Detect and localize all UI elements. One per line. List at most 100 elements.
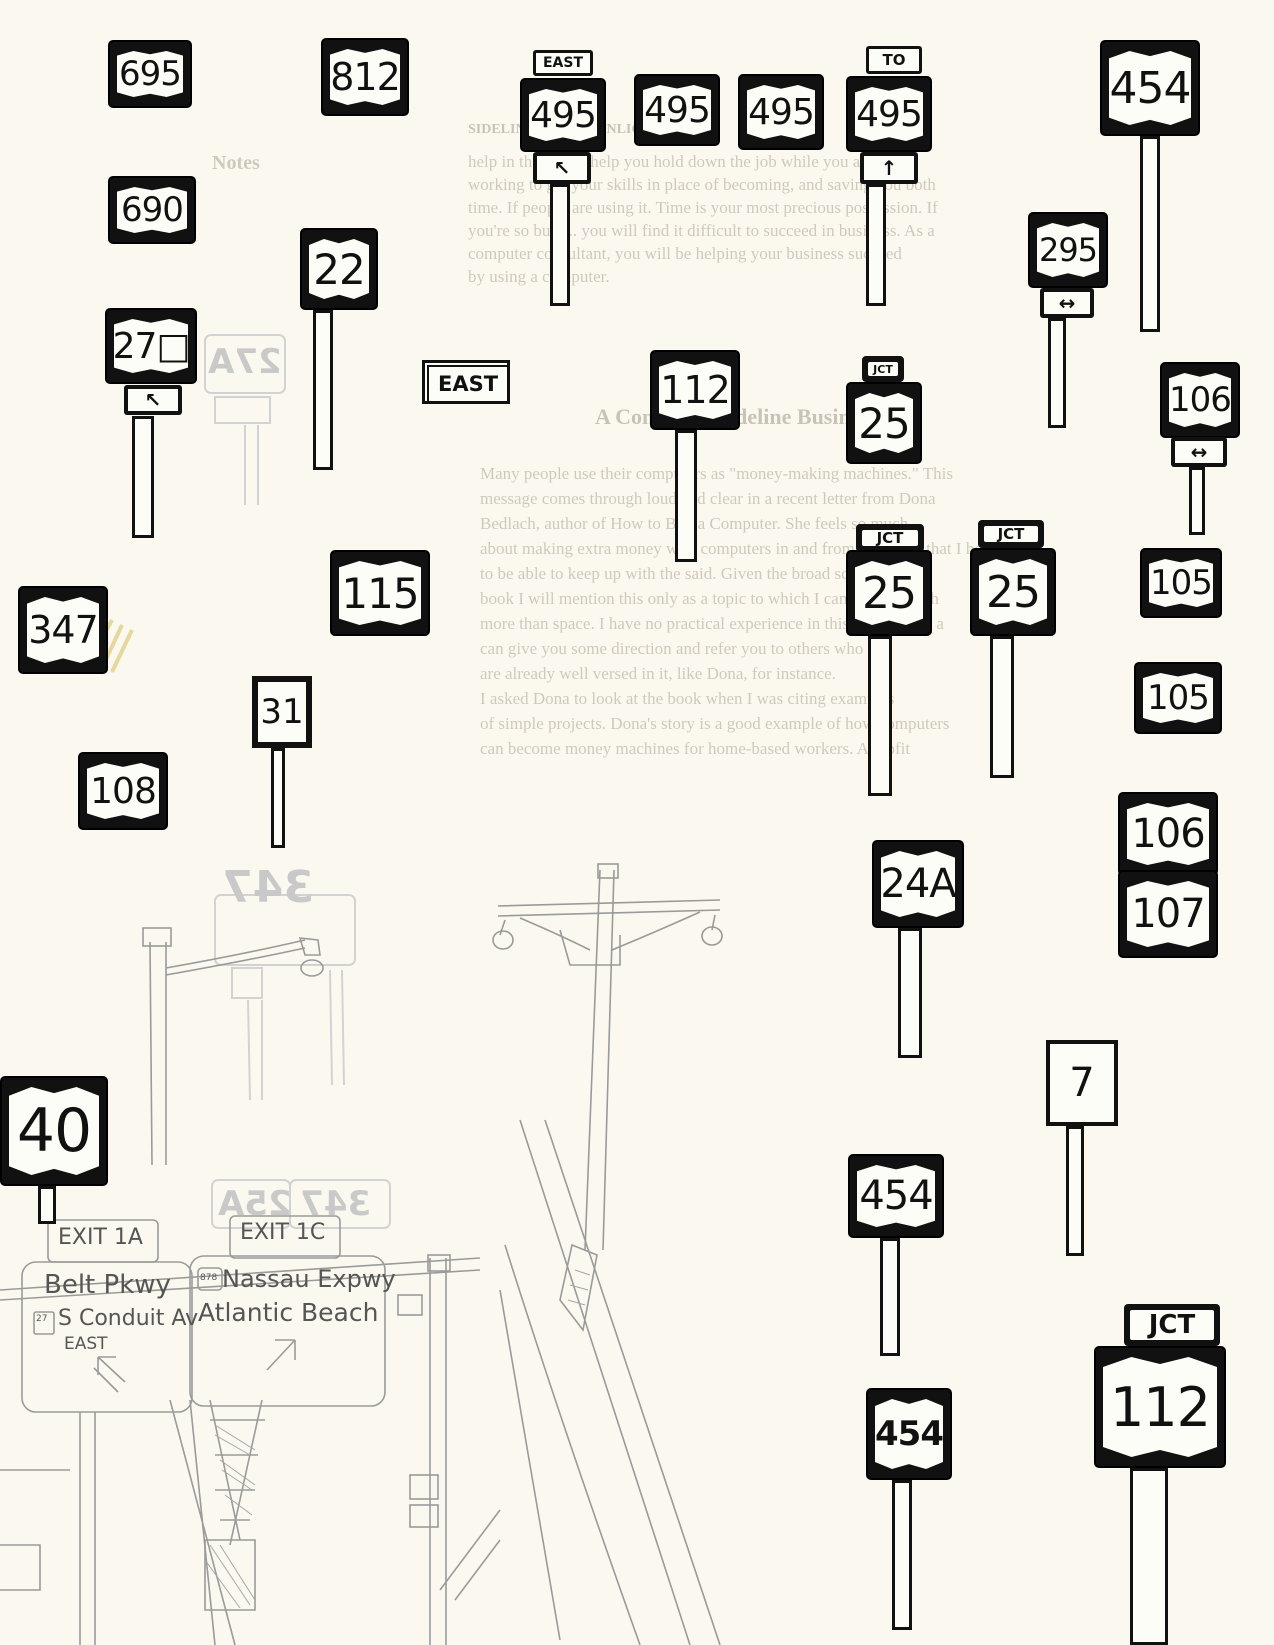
faint-27a-label: 27A bbox=[208, 342, 282, 382]
route-495-shield-c: 495 bbox=[738, 74, 824, 150]
east-plate-label: EAST bbox=[427, 365, 509, 403]
route-106-shield-a: 106 bbox=[1160, 362, 1240, 438]
route-25-jct-tab-a: JCT bbox=[862, 356, 904, 382]
route-295-post bbox=[1048, 318, 1066, 428]
route-112-post-b bbox=[1130, 1468, 1168, 1645]
route-495-to-number: 495 bbox=[855, 87, 923, 141]
route-107-shield: 107 bbox=[1118, 870, 1218, 958]
route-695-shield: 695 bbox=[108, 40, 192, 108]
route-106-number-a: 106 bbox=[1169, 373, 1231, 427]
ghost-text-line: I asked Dona to look at the book when I … bbox=[480, 689, 895, 708]
east-plate: EAST bbox=[422, 360, 510, 404]
nassau-expwy-label: Nassau Expwy bbox=[222, 1265, 396, 1293]
route-812-number: 812 bbox=[330, 49, 400, 105]
route-40-shield: 40 bbox=[0, 1076, 108, 1186]
ghost-text-line: by using a computer. bbox=[468, 267, 610, 286]
route-105-number-a: 105 bbox=[1149, 559, 1213, 607]
route-115-shield: 115 bbox=[330, 550, 430, 636]
route-107-number: 107 bbox=[1127, 881, 1209, 947]
ghost-text-line: computer consultant, you will be helping… bbox=[468, 244, 902, 263]
route-112-number-b: 112 bbox=[1103, 1357, 1217, 1457]
ghost-notes-label: Notes bbox=[212, 152, 260, 174]
route-7-sign: 7 bbox=[1046, 1040, 1118, 1126]
belt-pkwy-label: Belt Pkwy bbox=[44, 1270, 171, 1300]
route-454-shield-a: 454 bbox=[1100, 40, 1200, 136]
route-25-number-b: 25 bbox=[855, 561, 923, 625]
route-105-shield-a: 105 bbox=[1140, 548, 1222, 618]
route-495-east-shield: 495 bbox=[520, 78, 606, 152]
route-690-number: 690 bbox=[117, 187, 187, 233]
route-31-post bbox=[271, 748, 285, 848]
faint-25a-label: 25A bbox=[218, 1184, 292, 1224]
route-25-jct-tab-c-label: JCT bbox=[984, 525, 1038, 543]
route-495-to-arrow-plate: ↑ bbox=[860, 152, 918, 184]
route-454-post-c bbox=[892, 1480, 912, 1630]
route-7-number: 7 bbox=[1069, 1060, 1095, 1106]
route-25-post-b bbox=[868, 636, 892, 796]
route-690-shield: 690 bbox=[108, 176, 196, 244]
nassau-shield-number: 878 bbox=[200, 1273, 218, 1283]
route-40-number: 40 bbox=[9, 1087, 99, 1175]
route-454-shield-c: 454 bbox=[866, 1388, 952, 1480]
route-112-shield-b: 112 bbox=[1094, 1346, 1226, 1468]
route-495-shield-b: 495 bbox=[634, 74, 720, 146]
route-27-shield: 27□ bbox=[105, 308, 197, 384]
route-22-number: 22 bbox=[309, 239, 369, 299]
route-27-post bbox=[132, 416, 154, 538]
route-31-number: 31 bbox=[260, 692, 304, 732]
faint-347-label: 347 bbox=[222, 862, 314, 913]
route-495-to-tab: TO bbox=[866, 46, 922, 74]
route-7-post bbox=[1066, 1126, 1084, 1256]
double-arrow-icon: ↔ bbox=[1044, 292, 1090, 314]
ghost-text-line: of simple projects. Dona's story is a go… bbox=[480, 714, 950, 733]
route-115-number: 115 bbox=[339, 561, 421, 625]
route-495-number-c: 495 bbox=[747, 85, 815, 139]
conduit-shield-number: 27 bbox=[36, 1314, 48, 1324]
route-108-number: 108 bbox=[87, 763, 159, 819]
route-112-number-a: 112 bbox=[659, 361, 731, 419]
route-347-number: 347 bbox=[27, 597, 99, 663]
route-25-jct-tab-c: JCT bbox=[978, 520, 1044, 548]
route-25-number-c: 25 bbox=[979, 559, 1047, 625]
route-106-number-b: 106 bbox=[1127, 803, 1209, 865]
route-106-post bbox=[1189, 467, 1205, 535]
route-25-jct-tab-b: JCT bbox=[856, 524, 924, 552]
route-454-number-b: 454 bbox=[857, 1165, 935, 1227]
route-27-arrow-plate: ↖ bbox=[124, 385, 182, 415]
route-812-shield: 812 bbox=[321, 38, 409, 116]
route-25-jct-tab-a-label: JCT bbox=[868, 362, 898, 376]
route-31-sign: 31 bbox=[252, 676, 312, 748]
route-295-shield: 295 bbox=[1028, 212, 1108, 288]
arrow-up-left-icon: ↖ bbox=[128, 389, 178, 411]
route-495-to-post bbox=[866, 184, 886, 306]
route-347-shield: 347 bbox=[18, 586, 108, 674]
route-112-jct-tab: JCT bbox=[1124, 1304, 1220, 1346]
route-27-number: 27□ bbox=[114, 319, 188, 373]
route-105-number-b: 105 bbox=[1143, 673, 1213, 723]
route-112-post-a bbox=[675, 430, 697, 562]
ghost-text-line: can become money machines for home-based… bbox=[480, 739, 911, 758]
route-495-east-arrow-plate: ↖ bbox=[533, 152, 591, 184]
route-25-post-c bbox=[990, 636, 1014, 778]
route-40-post bbox=[38, 1186, 56, 1224]
route-454-post-a bbox=[1140, 136, 1160, 332]
route-25-jct-tab-b-label: JCT bbox=[862, 529, 918, 547]
route-106-arrow-plate: ↔ bbox=[1171, 437, 1227, 467]
route-25-shield-a: 25 bbox=[846, 382, 922, 464]
route-495-to-shield: 495 bbox=[846, 76, 932, 152]
east-direction-label: EAST bbox=[64, 1334, 108, 1354]
route-495-east-post bbox=[550, 184, 570, 306]
arrow-up-left-icon: ↖ bbox=[537, 156, 587, 180]
route-495-east-number: 495 bbox=[529, 89, 597, 141]
route-112-shield-a: 112 bbox=[650, 350, 740, 430]
route-106-shield-b: 106 bbox=[1118, 792, 1218, 876]
faint-347b-label: 347 bbox=[300, 1184, 371, 1224]
route-454-post-b bbox=[880, 1238, 900, 1356]
route-24a-shield: 24A bbox=[872, 840, 964, 928]
ghost-text-line: time. If people are using it. Time is yo… bbox=[468, 198, 938, 217]
ghost-text-line: Many people use their computers as "mone… bbox=[480, 464, 953, 483]
arrow-up-icon: ↑ bbox=[864, 156, 914, 180]
route-454-number-a: 454 bbox=[1109, 51, 1191, 125]
